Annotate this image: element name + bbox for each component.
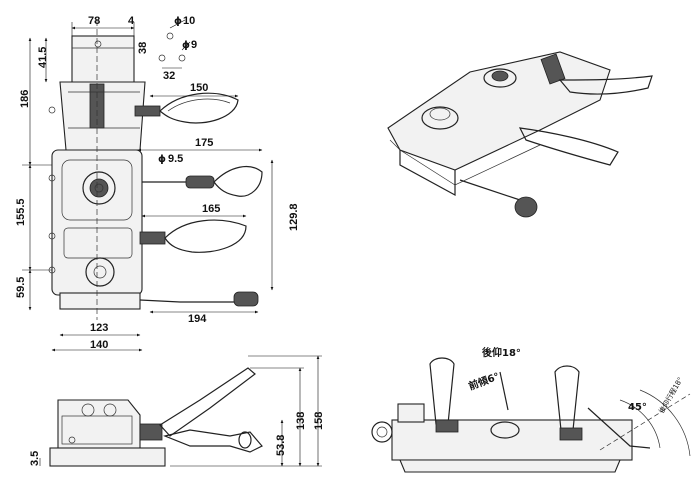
- dim-165: 165: [202, 203, 220, 215]
- dim-158: 158: [313, 412, 325, 430]
- dim-138: 138: [295, 412, 307, 430]
- dim-123: 123: [90, 322, 108, 334]
- top-view: 78 4 38 ϕ 10 ϕ 9 32 150 175 ϕ 9.5 165 12…: [15, 15, 300, 352]
- back-tilt-label: 後仰18°: [482, 346, 521, 359]
- dim-175: 175: [195, 137, 213, 149]
- dim-129-8: 129.8: [288, 203, 300, 231]
- side-view: 3.5 53.8 138 158: [29, 355, 325, 467]
- dim-3-5: 3.5: [29, 451, 41, 466]
- dim-194: 194: [188, 313, 207, 325]
- dim-4: 4: [128, 15, 135, 27]
- rear-view: 後仰18° 前傾6° 45° 後仰行程18°: [371, 346, 691, 473]
- dia-9-5-label: ϕ: [158, 154, 166, 165]
- dim-155-5: 155.5: [15, 198, 27, 226]
- dim-78: 78: [88, 15, 100, 27]
- dim-59-5: 59.5: [15, 277, 27, 298]
- dim-53-8: 53.8: [275, 435, 287, 456]
- dim-9-5: 9.5: [168, 153, 183, 165]
- angle-45-label: 45°: [628, 402, 647, 413]
- dia-10-label: ϕ: [174, 16, 182, 27]
- dim-186: 186: [19, 90, 31, 108]
- forward-tilt-label: 前傾6°: [467, 370, 501, 393]
- dia-9-label: ϕ: [182, 40, 190, 51]
- back-range-label: 後仰行程18°: [657, 375, 685, 415]
- dim-9: 9: [191, 39, 197, 51]
- dim-150: 150: [190, 82, 208, 94]
- dim-32: 32: [163, 70, 175, 82]
- dim-38: 38: [137, 42, 149, 54]
- dim-10: 10: [183, 15, 195, 27]
- isometric-view: [387, 51, 653, 218]
- dim-140: 140: [90, 339, 108, 351]
- dim-41-5: 41.5: [37, 47, 49, 68]
